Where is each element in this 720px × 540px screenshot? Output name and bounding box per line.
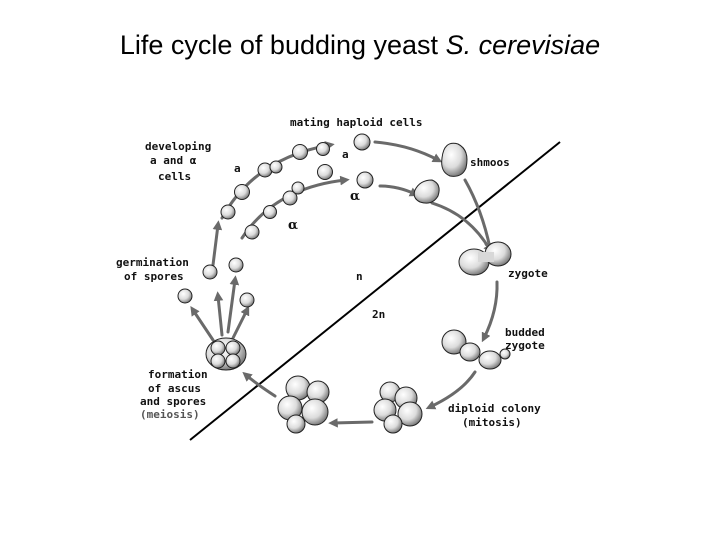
arrow-germination-up [211,220,223,267]
label-haploid-n: n [356,270,363,283]
cell [234,184,250,200]
arrow-meiosis-to-ascus [242,371,277,398]
label-developing-2: a and α [150,154,197,167]
cell [291,181,305,195]
cell [356,171,374,189]
ploidy-divider-line [189,141,561,441]
arrow-outer-to-top [220,141,335,220]
cell [282,190,298,206]
label-mating-type-alpha-lower: α [288,218,298,233]
label-mating-type-alpha-inner: α [350,189,360,204]
label-diploid-2n: 2n [372,308,385,321]
label-developing-1: developing [145,140,211,153]
label-diploid-1: diploid colony [448,402,541,415]
cell [263,205,277,219]
shmoo-cells [413,142,468,204]
slide-title: Life cycle of budding yeast S. cerevisia… [0,30,720,61]
label-mating: mating haploid cells [290,116,422,129]
cell [228,257,244,273]
label-budded-2: zygote [505,339,545,352]
arrow-diploid-to-meiosis [328,418,374,428]
arrow-budded-to-diploid [425,370,477,410]
label-formation-4: (meiosis) [140,408,200,421]
cell [177,288,193,304]
arrow-ascus-right [230,305,250,342]
ascus-with-spores [205,337,247,371]
arrow-ascus-up [213,291,224,337]
label-mating-type-a-top: a [342,148,349,161]
arrow-ascus-left [190,306,215,342]
budded-zygote-cell [441,329,511,370]
label-germination-1: germination [116,256,189,269]
cell [317,164,333,180]
cell [239,292,255,308]
label-budded-1: budded [505,326,545,339]
cell [353,133,371,151]
cell [292,144,308,160]
meiosis-colony [277,375,330,434]
arrow-shmoo-to-zygote [463,178,494,253]
label-formation-3: and spores [140,395,206,408]
label-formation-1: formation [148,368,208,381]
title-species: S. cerevisiae [445,30,601,60]
title-main: Life cycle of budding yeast [119,30,446,60]
cell [244,224,260,240]
label-developing-3: cells [158,170,191,183]
arrow-ascus-mid [226,275,240,334]
label-germination-2: of spores [124,270,184,283]
shmoo-cell [413,179,440,204]
cell [202,264,218,280]
cell [220,204,236,220]
shmoo-cell [441,142,468,177]
arrow-shmoo2-to-zygote [430,201,493,255]
label-mating-type-a-upper: a [234,162,241,175]
diploid-colony [373,381,423,434]
label-formation-2: of ascus [148,382,201,395]
arrow-inner-to-shmoo [378,184,420,197]
arrow-top-to-shmoo [373,140,443,163]
label-shmoos: shmoos [470,156,510,169]
label-diploid-2: (mitosis) [462,416,522,429]
haploid-cells [177,133,374,308]
zygote-cell [458,241,512,276]
arrow-zygote-to-budded [481,280,499,343]
cell [316,142,330,156]
cell [269,160,283,174]
diagram-labels: mating haploid cells developing a and α … [116,116,548,429]
cycle-arrows [190,140,499,428]
label-zygote: zygote [508,267,548,280]
